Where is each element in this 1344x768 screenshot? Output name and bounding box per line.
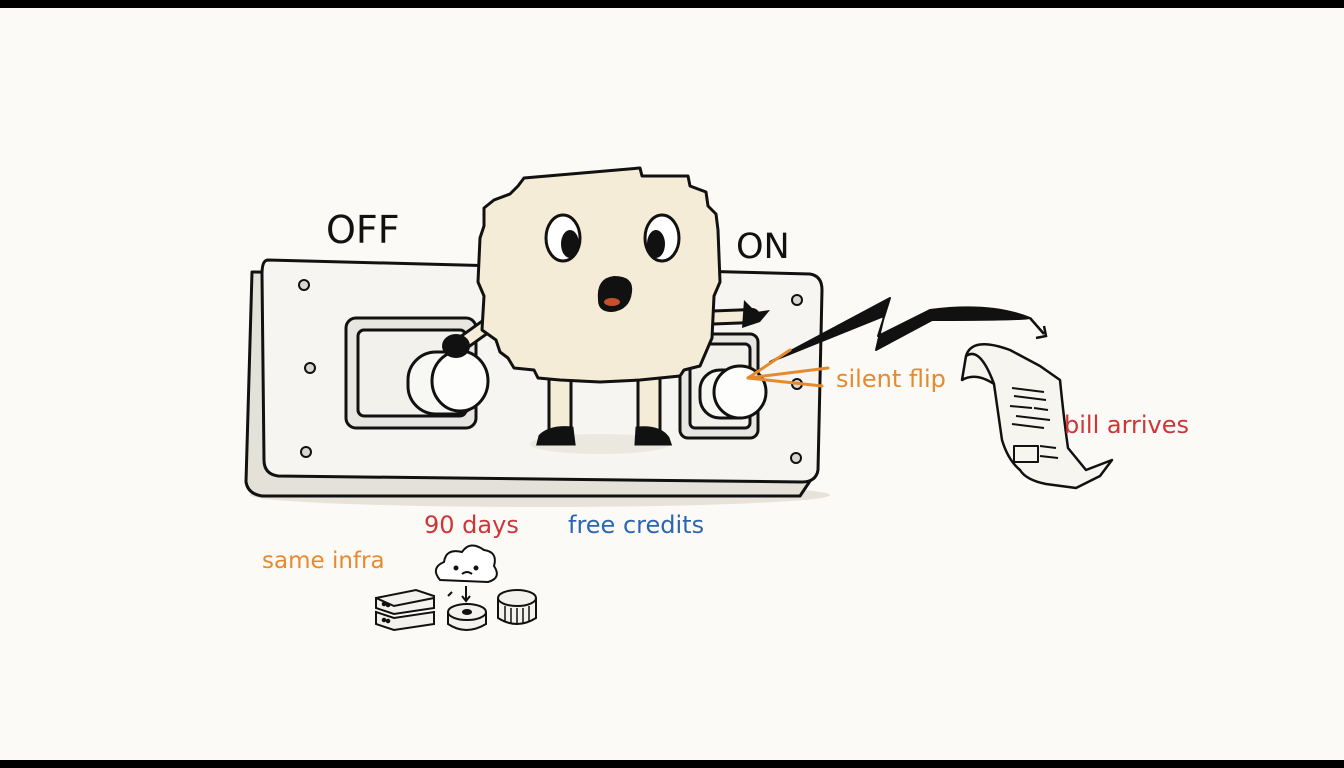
cloud-icon: [434, 544, 498, 603]
character-hand-left: [442, 334, 470, 358]
puzzle-character: [476, 166, 722, 384]
bill-arrives-label: bill arrives: [1064, 411, 1190, 439]
server-stack-icon: [375, 588, 435, 632]
lightning-bolt: [769, 297, 1031, 363]
receipt-scroll: [960, 343, 1114, 490]
illustration-canvas: OFF ON silent flip bill arrives 90 days …: [0, 8, 1344, 760]
ninety-days-label: 90 days: [424, 511, 519, 539]
free-credits-label: free credits: [568, 511, 705, 539]
character-face: [544, 213, 681, 312]
off-label: OFF: [326, 208, 400, 252]
illustration-svg: [244, 166, 1114, 632]
silent-flip-label: silent flip: [836, 365, 946, 393]
character-hand-right: [742, 300, 770, 328]
screw-icon: [791, 294, 803, 306]
screw-icon: [790, 452, 802, 464]
arrow-head: [1035, 325, 1048, 340]
database-icon: [497, 589, 537, 625]
screw-icon: [298, 279, 310, 291]
disk-icon: [447, 603, 487, 631]
left-toggle: [344, 316, 490, 430]
spark-lines: [746, 348, 830, 388]
same-infra-label: same infra: [262, 548, 385, 574]
screw-icon: [300, 446, 312, 458]
character-legs: [530, 368, 673, 454]
on-label: ON: [736, 227, 790, 267]
screw-icon: [304, 362, 316, 374]
